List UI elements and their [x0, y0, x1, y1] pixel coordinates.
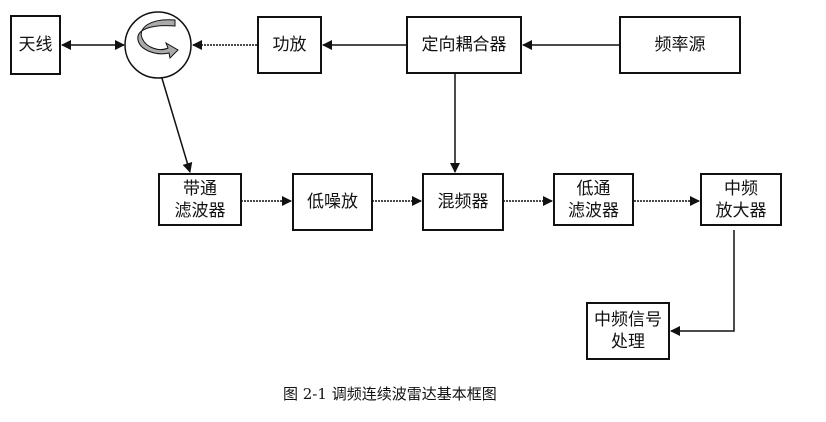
if-amp-label-2: 放大器	[715, 200, 767, 221]
lowpass-label-2: 滤波器	[568, 200, 619, 221]
antenna-block: 天线	[10, 15, 61, 75]
if-amp-block: 中频放大器	[700, 173, 782, 226]
freq-source-block: 频率源	[619, 16, 741, 74]
coupler-block: 定向耦合器	[406, 16, 522, 74]
if-processing-block: 中频信号处理	[586, 302, 670, 360]
lowpass-label-1: 低通	[576, 178, 611, 199]
mixer-label: 混频器	[437, 192, 489, 212]
antenna-label: 天线	[18, 35, 53, 55]
mixer-block: 混频器	[422, 173, 504, 231]
arrow-ifamp-to-ifproc	[670, 230, 735, 336]
figure-caption: 图 2-1 调频连续波雷达基本框图	[283, 385, 497, 403]
if-proc-label-1: 中频信号	[594, 310, 662, 330]
bandpass-filter-block: 带通滤波器	[158, 173, 242, 226]
freq-source-label: 频率源	[654, 35, 706, 55]
bandpass-label-2: 滤波器	[174, 200, 226, 221]
power-amp-label: 功放	[272, 35, 307, 55]
lna-label: 低噪放	[307, 192, 358, 212]
bandpass-label-1: 带通	[183, 178, 217, 199]
circulator-arrow-icon	[137, 19, 179, 60]
circulator	[124, 11, 192, 79]
if-amp-label-1: 中频	[724, 178, 758, 199]
coupler-label: 定向耦合器	[421, 35, 507, 55]
lowpass-filter-block: 低通滤波器	[553, 173, 634, 226]
arrow-circulator-to-bandpass	[160, 74, 193, 173]
if-proc-label-2: 处理	[611, 332, 645, 352]
power-amp-block: 功放	[257, 16, 322, 74]
lna-block: 低噪放	[292, 173, 373, 231]
